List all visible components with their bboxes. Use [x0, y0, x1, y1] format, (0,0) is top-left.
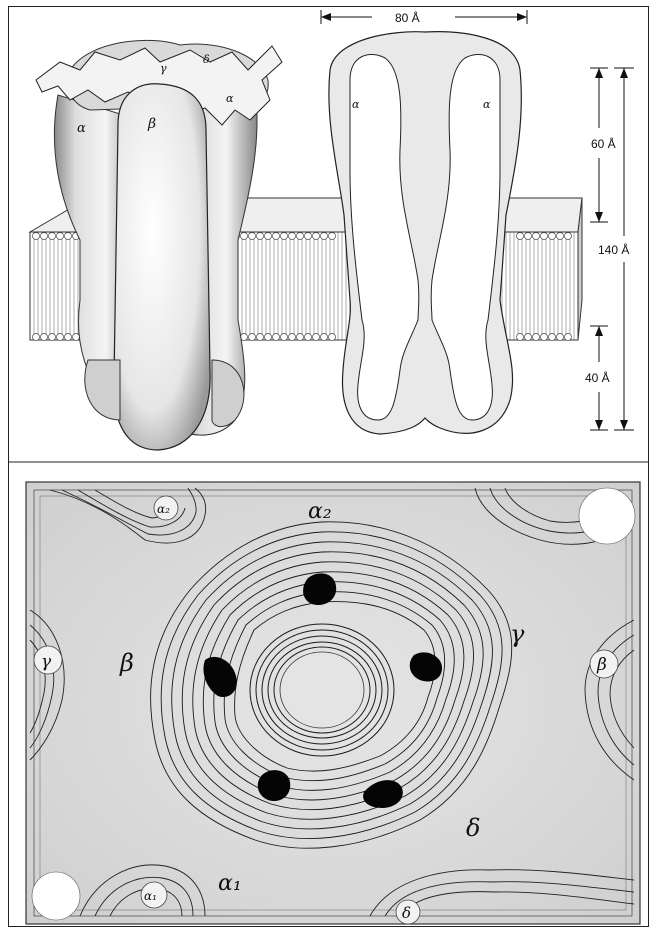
ring-label-beta: β [119, 649, 134, 677]
dimension-total-label: 140 Å [598, 242, 629, 257]
corner-disc-bottom-left [32, 872, 80, 920]
corner-label-bottom-delta: δ [402, 904, 411, 922]
label-gamma-top: γ [160, 62, 167, 75]
dimension-width [321, 10, 527, 24]
corner-label-left-gamma: γ [41, 652, 52, 672]
label-delta-top: δ [203, 53, 210, 66]
ring-label-alpha2: α₂ [308, 499, 332, 524]
dimension-upper-label: 60 Å [591, 136, 616, 151]
corner-label-top-left-alpha: α₂ [157, 502, 170, 516]
dimension-lower-label: 40 Å [585, 370, 610, 385]
density-map [26, 482, 640, 924]
corner-label-bottom-left-alpha: α₁ [144, 889, 157, 903]
label-alpha-section-left: α [352, 98, 360, 111]
receptor-cross-section [329, 32, 521, 434]
label-alpha-left: α [77, 121, 86, 136]
label-beta-top: β [147, 116, 156, 132]
label-alpha-section-right: α [483, 98, 491, 111]
ring-label-alpha1: α₁ [218, 871, 242, 896]
label-alpha-right: α [226, 92, 234, 105]
corner-disc-top-right [579, 488, 635, 544]
dimension-width-label: 80 Å [395, 10, 420, 25]
corner-label-right-beta: β [596, 655, 607, 675]
ring-label-delta: δ [466, 814, 480, 842]
ring-label-gamma: γ [510, 620, 525, 648]
